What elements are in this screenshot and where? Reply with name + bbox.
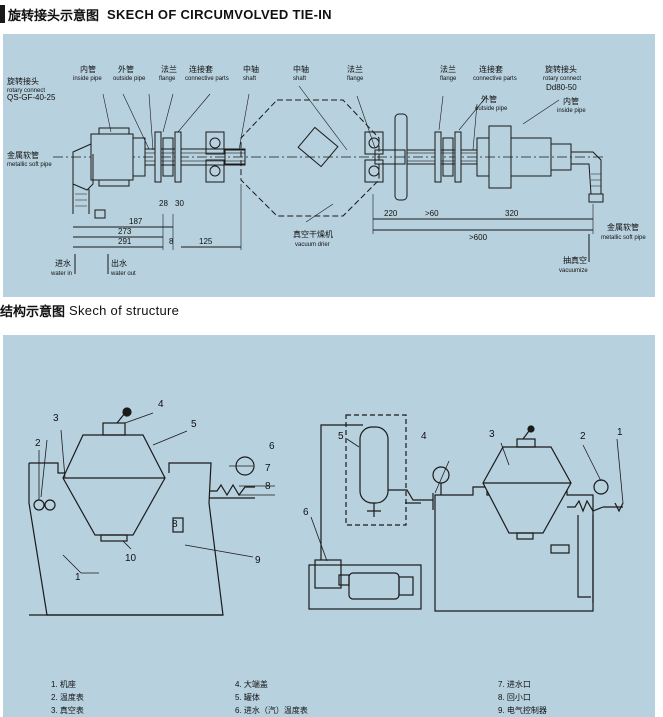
- water-out-cn: 出水: [111, 258, 127, 268]
- left-label-outside-cn: 外管: [118, 64, 134, 74]
- section1-title-en: SKECH OF CIRCUMVOLVED TIE-IN: [107, 6, 332, 22]
- left-label-flange-cn: 法兰: [161, 64, 177, 74]
- left-model: QS-GF-40-25: [7, 93, 56, 102]
- right-label-flange1-en: flange: [347, 76, 364, 82]
- dim-30: 30: [175, 199, 184, 208]
- left-label-shaft-en: shaft: [243, 76, 256, 82]
- left-label-shaft-cn: 中轴: [243, 64, 259, 74]
- dim-gt60: >60: [425, 209, 439, 218]
- callout-10-left: 10: [125, 553, 137, 564]
- metal-left-cn: 金属软管: [7, 150, 39, 160]
- dim-125: 125: [199, 237, 213, 246]
- section2-header: 结构示意图 Skech of structure: [0, 298, 179, 322]
- legend-col-1: 1. 机座 2. 温度表 3. 真空表: [51, 678, 84, 717]
- callout-8b-left: 8: [172, 519, 178, 530]
- left-label-outside-en: outside pipe: [113, 76, 146, 82]
- right-model: Dd80-50: [546, 83, 577, 92]
- callout-8-left: 8: [265, 481, 271, 492]
- structure-panel: 1 2 3 4 5 6 7 8 8 9 10 1 2 3 4 5 6 1. 机座…: [3, 335, 655, 717]
- callout-2-right: 2: [580, 431, 586, 442]
- legend-item-9: 9. 电气控制器: [498, 706, 547, 715]
- legend-col-2: 4. 大端盖 5. 罐体 6. 进水（汽）温度表: [235, 678, 308, 717]
- water-in-en: water in: [50, 271, 72, 277]
- rotary-joint-diagram: 旋转接头 rotary connect 内管 inside pipe 外管 ou…: [7, 64, 646, 277]
- right-label-outside-cn: 外管: [481, 94, 497, 104]
- left-label-connect-en: connective parts: [185, 76, 229, 82]
- water-in-cn: 进水: [55, 258, 71, 268]
- right-label-inside-en: inside pipe: [557, 108, 586, 114]
- legend-item-5: 5. 罐体: [235, 693, 260, 702]
- callout-2-left: 2: [35, 438, 41, 449]
- right-label-outside-en: outside pipe: [475, 106, 508, 112]
- callout-4-right: 4: [421, 431, 427, 442]
- right-label-flange1-cn: 法兰: [347, 64, 363, 74]
- rotary-joint-panel: 旋转接头 rotary connect 内管 inside pipe 外管 ou…: [3, 34, 655, 297]
- legend-item-7: 7. 进水口: [498, 680, 531, 689]
- right-label-inside-cn: 内管: [563, 96, 579, 106]
- legend-col-3: 7. 进水口 8. 回小口 9. 电气控制器: [498, 678, 547, 717]
- section1-title-cn: 旋转接头示意图: [8, 7, 100, 23]
- left-label-flange-en: flange: [159, 76, 176, 82]
- callout-7-left: 7: [265, 463, 271, 474]
- legend-item-4: 4. 大端盖: [235, 680, 268, 689]
- left-label-rotary-cn: 旋转接头: [7, 76, 39, 86]
- callout-1-right: 1: [617, 427, 623, 438]
- left-label-inside-cn: 内管: [80, 64, 96, 74]
- right-label-connect-en: connective parts: [473, 76, 517, 82]
- callout-5-left: 5: [191, 419, 197, 430]
- callout-6-left: 6: [269, 441, 275, 452]
- callout-3-left: 3: [53, 413, 59, 424]
- vacuum-drier-en: vacuum drier: [295, 242, 330, 248]
- dim-273: 273: [118, 227, 132, 236]
- section2-title-en: Skech of structure: [69, 302, 180, 318]
- legend-item-3: 3. 真空表: [51, 706, 84, 715]
- section2-title-cn: 结构示意图: [0, 303, 66, 319]
- dim-28: 28: [159, 199, 168, 208]
- callout-9-left: 9: [255, 555, 261, 566]
- callout-3-right: 3: [489, 429, 495, 440]
- legend-item-6: 6. 进水（汽）温度表: [235, 706, 308, 715]
- vacuum-drier-cn: 真空干燥机: [293, 229, 333, 239]
- right-label-rotary-cn: 旋转接头: [545, 64, 577, 74]
- callout-4-left: 4: [158, 399, 164, 410]
- callout-6-right: 6: [303, 507, 309, 518]
- header-marker-icon: [0, 5, 5, 23]
- right-label-flange2-en: flange: [440, 76, 457, 82]
- dim-320: 320: [505, 209, 519, 218]
- left-label-rotary-en: rotary connect: [7, 88, 45, 94]
- vacuumize-en: vacuumize: [559, 268, 588, 274]
- left-label-inside-en: inside pipe: [73, 76, 102, 82]
- right-label-shaft-en: shaft: [293, 76, 306, 82]
- water-out-en: water out: [110, 271, 136, 277]
- dim-220: 220: [384, 209, 398, 218]
- right-label-connect-cn: 连接套: [479, 64, 503, 74]
- left-label-connect-cn: 连接套: [189, 64, 213, 74]
- legend-item-2: 2. 温度表: [51, 693, 84, 702]
- vacuumize-cn: 抽真空: [563, 255, 587, 265]
- right-label-rotary-en: rotary connect: [543, 76, 581, 82]
- callout-1-left: 1: [75, 572, 81, 583]
- metal-right-en: metallic soft pipe: [601, 235, 646, 241]
- right-label-shaft-cn: 中轴: [293, 64, 309, 74]
- metal-right-cn: 金属软管: [607, 222, 639, 232]
- dim-gt600: >600: [469, 233, 488, 242]
- right-label-flange2-cn: 法兰: [440, 64, 456, 74]
- section1-header: 旋转接头示意图 SKECH OF CIRCUMVOLVED TIE-IN: [0, 2, 332, 26]
- metal-left-en: metallic soft pipe: [7, 162, 52, 168]
- legend-item-8: 8. 回小口: [498, 693, 531, 702]
- dim-291: 291: [118, 237, 132, 246]
- legend-item-1: 1. 机座: [51, 680, 76, 689]
- dim-8: 8: [169, 237, 174, 246]
- structure-diagram: 1 2 3 4 5 6 7 8 8 9 10 1 2 3 4 5 6: [28, 399, 624, 616]
- dim-187: 187: [129, 217, 143, 226]
- callout-5-right: 5: [338, 431, 344, 442]
